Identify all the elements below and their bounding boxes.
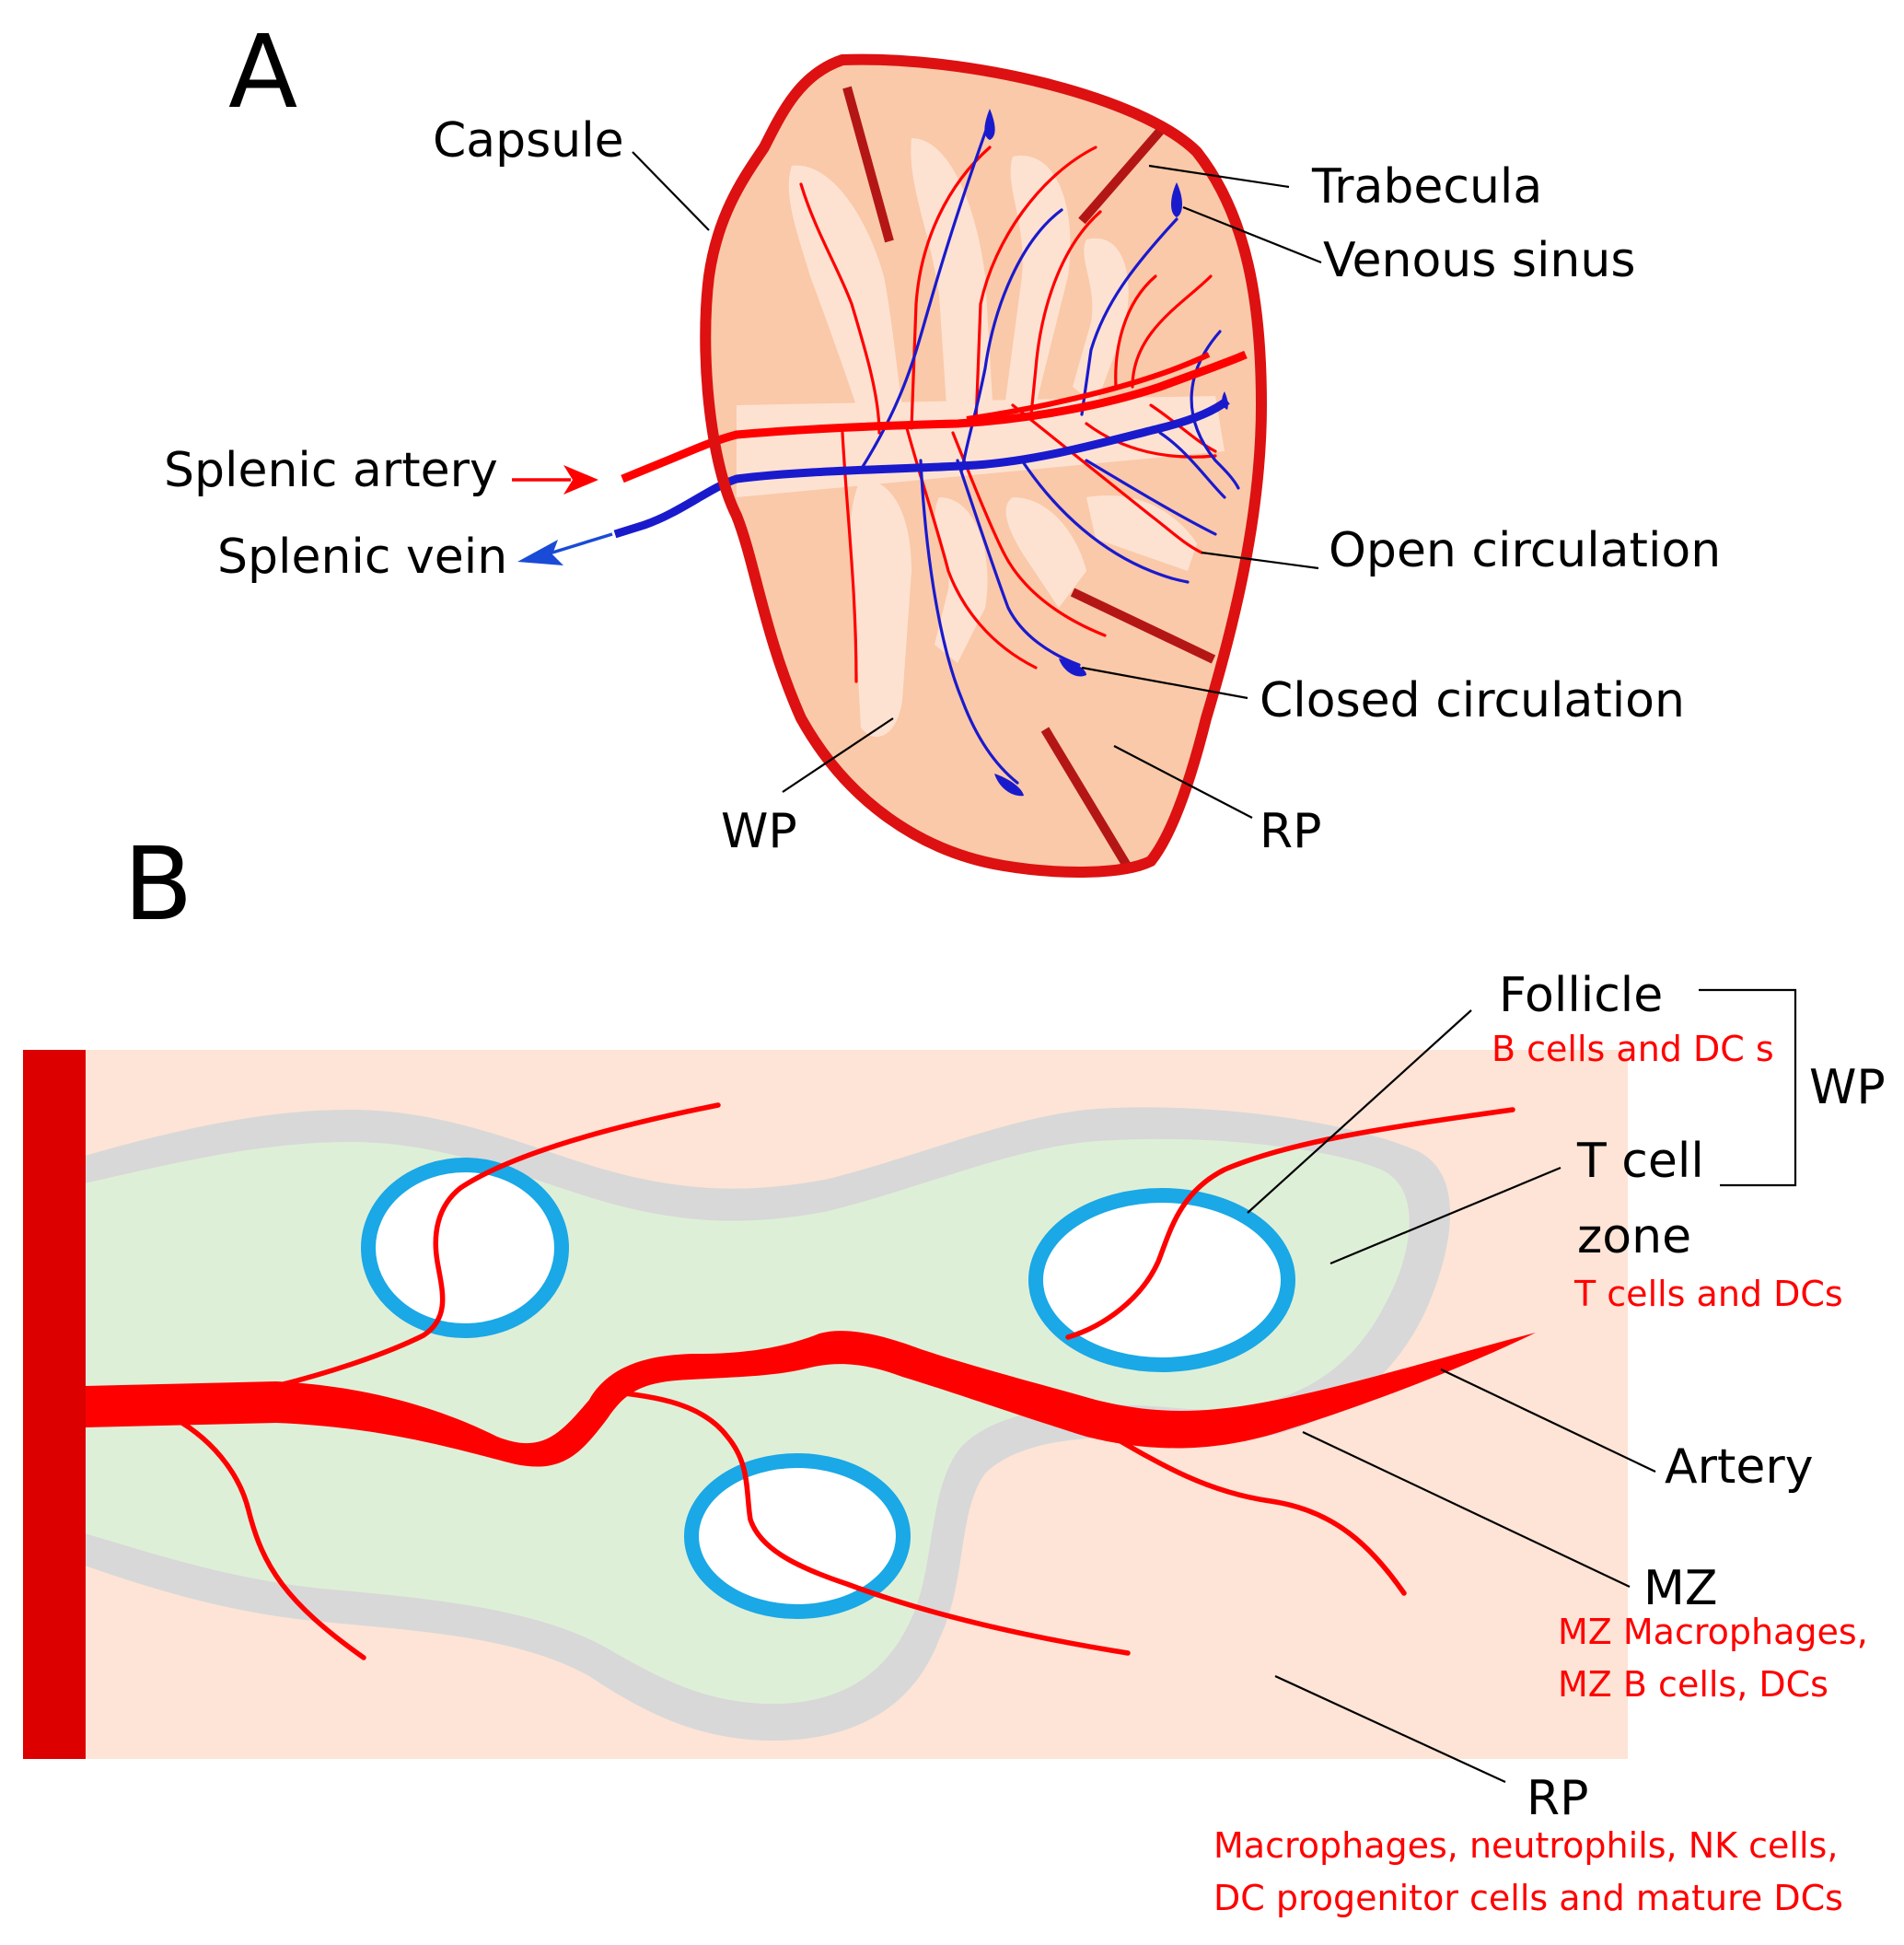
wp-label-b: WP: [1809, 1060, 1886, 1115]
follicle-bottom: [684, 1453, 911, 1619]
splenic-artery-arrow: [512, 465, 598, 495]
rp-cells-label-line2: DC progenitor cells and mature DCs: [1213, 1878, 1843, 1918]
central-artery: [85, 1331, 1536, 1467]
rp-cells-label-line1: Macrophages, neutrophils, NK cells,: [1213, 1825, 1838, 1866]
splenic-artery-label: Splenic artery: [164, 443, 498, 498]
venous-sinus-bulbs: [984, 109, 1228, 797]
follicle-cells-label: B cells and DC s: [1492, 1029, 1774, 1069]
venous-branches: [859, 118, 1240, 785]
t-cells-label: T cells and DCs: [1573, 1274, 1843, 1314]
artery-label: Artery: [1665, 1439, 1813, 1495]
mz-cells-label-line2: MZ B cells, DCs: [1558, 1664, 1829, 1705]
capsule-bar: [23, 1050, 86, 1759]
panel-a-letter: A: [228, 13, 297, 131]
mz-label: MZ: [1643, 1561, 1718, 1616]
capsule-outline: [700, 53, 1268, 878]
panel-b: B: [23, 825, 1886, 1918]
trabecula-label: Trabecula: [1311, 159, 1542, 215]
wp-bracket: [1699, 988, 1797, 1187]
arterial-branches: [799, 146, 1217, 683]
splenic-vein-arrow: [517, 532, 613, 565]
follicle-right: [1028, 1188, 1295, 1372]
t-cell-zone-label-line1: T cell: [1576, 1134, 1704, 1189]
panel-a-leaders: [632, 151, 1322, 819]
splenic-vein-label: Splenic vein: [217, 530, 507, 585]
trabeculae: [842, 86, 1216, 868]
arterioles: [163, 1102, 1515, 1660]
splenic-artery-vessel: [621, 350, 1248, 483]
t-cell-zone-label-line2: zone: [1577, 1209, 1691, 1264]
wp-label-a: WP: [721, 804, 797, 859]
mz-cells-label-line1: MZ Macrophages,: [1558, 1612, 1868, 1652]
closed-circulation-label: Closed circulation: [1260, 673, 1685, 728]
follicle-label: Follicle: [1499, 968, 1663, 1023]
follicle-left: [361, 1158, 569, 1338]
rp-label-b: RP: [1527, 1771, 1589, 1826]
rp-label-a: RP: [1260, 804, 1322, 859]
panel-a: A: [164, 13, 1721, 878]
capsule-label: Capsule: [433, 113, 624, 169]
panel-b-letter: B: [123, 825, 192, 943]
venous-sinus-label: Venous sinus: [1323, 233, 1635, 288]
splenic-vein-vessel: [613, 397, 1230, 539]
panel-b-leaders: [1247, 1009, 1656, 1783]
open-circulation-label: Open circulation: [1329, 523, 1721, 578]
splenic-artery-trunk-upper: [966, 352, 1211, 422]
